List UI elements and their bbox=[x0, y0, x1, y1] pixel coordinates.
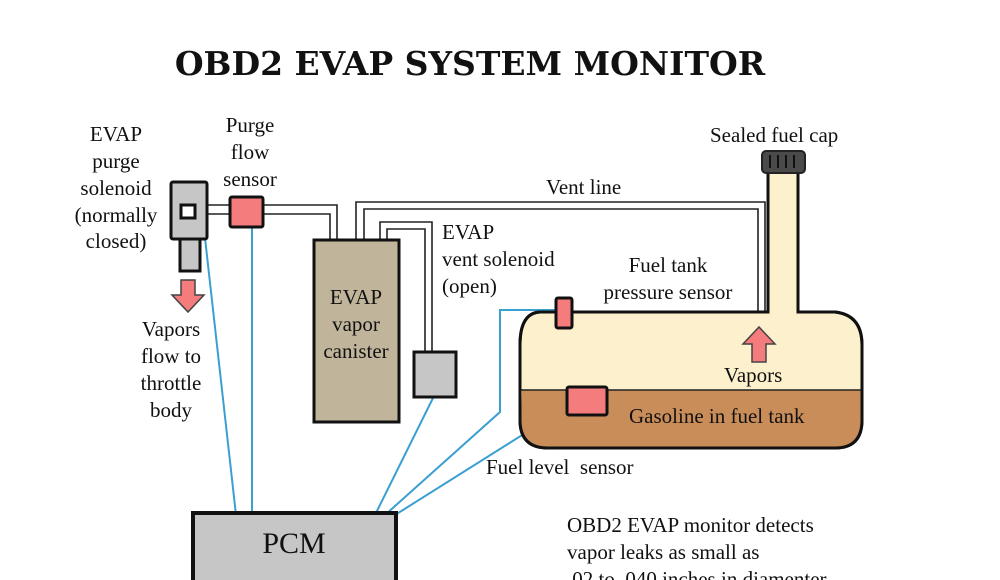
sealed-fuel-cap-icon bbox=[761, 150, 806, 174]
purge-solenoid bbox=[169, 180, 209, 273]
evap-vent-solenoid bbox=[412, 350, 458, 399]
fuel-level-sensor bbox=[565, 385, 609, 417]
label-line: vapor bbox=[332, 312, 380, 336]
label-purge-flow-sensor: Purge flow sensor bbox=[223, 113, 277, 191]
label-line: body bbox=[150, 398, 193, 422]
label-line: throttle bbox=[141, 371, 202, 395]
label-line: Fuel tank bbox=[629, 253, 708, 277]
label-vapor-canister: EVAP vapor canister bbox=[323, 285, 388, 363]
wire-vent-solenoid bbox=[374, 397, 434, 516]
label-pcm: PCM bbox=[262, 527, 325, 560]
label-line: EVAP bbox=[90, 122, 142, 146]
label-line: closed) bbox=[86, 229, 147, 253]
solenoid-port bbox=[179, 203, 197, 220]
label-line: purge bbox=[92, 149, 139, 173]
vent-solenoid-hose bbox=[379, 221, 433, 352]
label-gasoline: Gasoline in fuel tank bbox=[629, 404, 805, 428]
purge-hose-2 bbox=[263, 204, 338, 240]
label-vent-solenoid: EVAP vent solenoid (open) bbox=[442, 220, 555, 298]
label-line: Purge bbox=[226, 113, 275, 137]
purge-flow-sensor bbox=[228, 195, 265, 229]
label-line: Vapors bbox=[142, 317, 200, 341]
label-tank-pressure-sensor: Fuel tank pressure sensor bbox=[604, 253, 733, 304]
label-line: sensor bbox=[223, 167, 277, 191]
note-line: vapor leaks as small as bbox=[567, 540, 759, 564]
vapor-flow-down-arrow-icon bbox=[170, 279, 206, 314]
label-line: (open) bbox=[442, 274, 497, 298]
monitor-note: OBD2 EVAP monitor detects vapor leaks as… bbox=[567, 513, 827, 580]
fuel-tank-pressure-sensor bbox=[554, 296, 574, 330]
hoses bbox=[207, 201, 766, 352]
label-line: flow bbox=[231, 140, 270, 164]
label-line: EVAP bbox=[330, 285, 382, 309]
evap-vapor-canister bbox=[312, 238, 401, 424]
wire-tank-pressure-sensor bbox=[384, 309, 556, 516]
label-fuel-cap: Sealed fuel cap bbox=[710, 123, 838, 147]
pcm-module bbox=[191, 511, 398, 580]
purge-hose-1 bbox=[207, 204, 232, 215]
label-line: pressure sensor bbox=[604, 280, 733, 304]
label-purge-solenoid: EVAP purge solenoid (normally closed) bbox=[75, 122, 158, 253]
vapors-up-arrow-icon bbox=[741, 325, 777, 363]
vent-line-hose bbox=[355, 201, 766, 313]
label-vapors: Vapors bbox=[724, 363, 782, 387]
note-line: OBD2 EVAP monitor detects bbox=[567, 513, 814, 537]
label-vent-line: Vent line bbox=[546, 175, 621, 199]
label-line: (normally bbox=[75, 203, 158, 227]
label-line: vent solenoid bbox=[442, 247, 555, 271]
note-line: .02 to .040 inches in diamenter bbox=[567, 567, 827, 580]
label-vapors-to-throttle: Vapors flow to throttle body bbox=[141, 317, 202, 422]
label-fuel-level-sensor: Fuel level sensor bbox=[486, 455, 634, 479]
wire-purge-solenoid bbox=[204, 237, 237, 516]
diagram-title: OBD2 EVAP SYSTEM MONITOR bbox=[175, 44, 766, 83]
label-line: flow to bbox=[141, 344, 201, 368]
label-line: EVAP bbox=[442, 220, 494, 244]
label-line: solenoid bbox=[80, 176, 152, 200]
label-line: canister bbox=[323, 339, 388, 363]
